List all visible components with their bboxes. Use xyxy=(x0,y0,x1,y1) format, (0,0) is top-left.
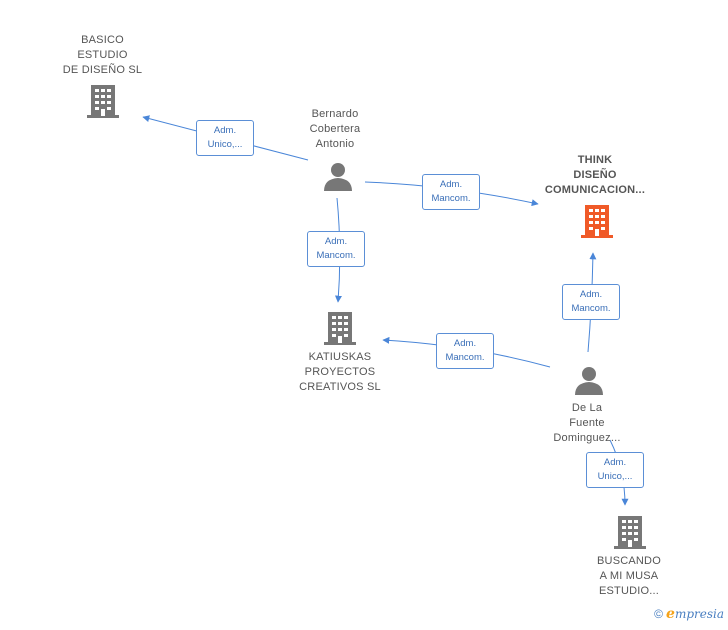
building-icon[interactable] xyxy=(324,311,356,345)
node-label-think[interactable]: THINK DISEÑO COMUNICACION... xyxy=(544,154,646,196)
brand-name: mpresia xyxy=(674,607,724,621)
edge-label-delafuente-buscando[interactable]: Adm. Unico,... xyxy=(586,452,644,488)
edge-label-delafuente-katiuskas[interactable]: Adm. Mancom. xyxy=(436,333,494,369)
edge-label-delafuente-think[interactable]: Adm. Mancom. xyxy=(562,284,620,320)
node-label-buscando[interactable]: BUSCANDO A MI MUSA ESTUDIO... xyxy=(597,555,661,597)
building-icon[interactable] xyxy=(581,204,613,238)
copyright-symbol: © xyxy=(654,607,664,621)
node-label-katiuskas[interactable]: KATIUSKAS PROYECTOS CREATIVOS SL xyxy=(299,351,381,393)
edge-label-bernardo-katiuskas[interactable]: Adm. Mancom. xyxy=(307,231,365,267)
node-label-basico[interactable]: BASICO ESTUDIO DE DISEÑO SL xyxy=(62,34,143,76)
building-icon[interactable] xyxy=(614,515,646,549)
brand-initial: e xyxy=(666,606,675,622)
edge-label-bernardo-basico[interactable]: Adm. Unico,... xyxy=(196,120,254,156)
building-icon[interactable] xyxy=(87,84,119,118)
person-icon[interactable] xyxy=(323,161,353,191)
person-icon[interactable] xyxy=(574,365,604,395)
empresia-logo: ©empresia xyxy=(654,606,724,622)
edge-label-bernardo-think[interactable]: Adm. Mancom. xyxy=(422,174,480,210)
node-label-delafuente[interactable]: De La Fuente Dominguez... xyxy=(553,402,621,444)
node-label-bernardo[interactable]: Bernardo Cobertera Antonio xyxy=(309,108,361,150)
